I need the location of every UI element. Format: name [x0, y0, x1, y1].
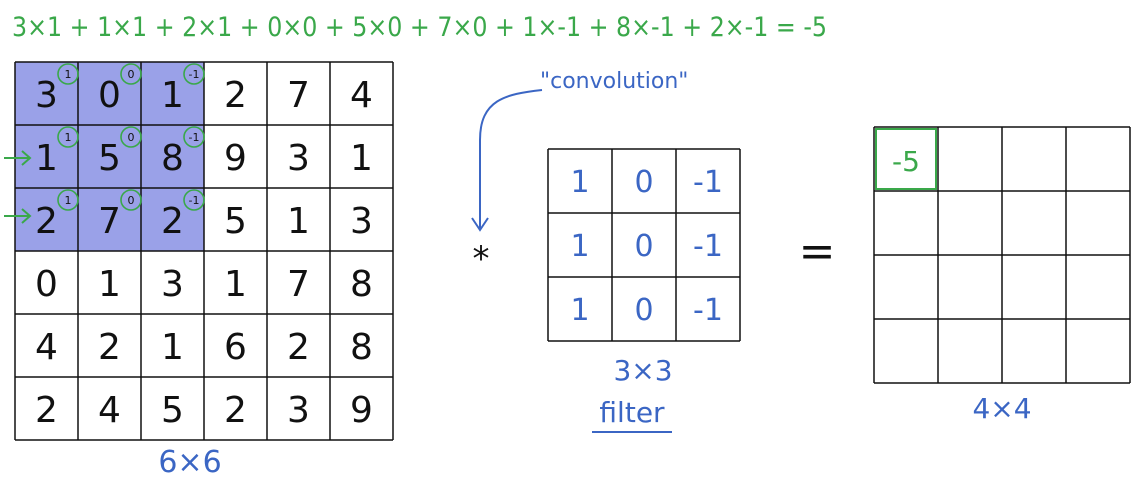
- input-cell-value: 4: [98, 390, 121, 431]
- output-cell-value: -5: [892, 145, 920, 178]
- input-cell-value: 3: [287, 390, 310, 431]
- filter-size-caption: 3×3: [613, 354, 672, 387]
- input-cell-value: 2: [287, 327, 310, 368]
- input-cell-value: 1: [35, 138, 58, 179]
- filter-cell-value: 0: [634, 293, 653, 328]
- filter-weight-circle: [183, 189, 205, 211]
- input-cell-value: 3: [287, 138, 310, 179]
- output-matrix-4x4: -5: [873, 126, 1131, 384]
- equation-text: 3×1 + 1×1 + 2×1 + 0×0 + 5×0 + 7×0 + 1×-1…: [12, 12, 827, 43]
- input-cell-value: 1: [161, 327, 184, 368]
- input-cell-value: 5: [161, 390, 184, 431]
- input-cell-value: 5: [98, 138, 121, 179]
- input-cell-value: 9: [350, 390, 373, 431]
- filter-weight-circle: [120, 63, 142, 85]
- convolution-label: "convolution": [540, 69, 688, 94]
- filter-cell-value: -1: [693, 165, 723, 200]
- filter-weight-superscript: -1: [189, 131, 200, 144]
- filter-cell-value: 1: [570, 293, 589, 328]
- row-pointer-arrow-2: [4, 208, 32, 224]
- input-cell-value: 8: [350, 264, 373, 305]
- filter-word-caption: filter: [599, 396, 665, 429]
- input-cell-value: 2: [224, 390, 247, 431]
- convolution-operator: *: [473, 239, 490, 279]
- filter-cell-value: 1: [570, 165, 589, 200]
- convolution-arrow: [471, 89, 543, 232]
- filter-weight-superscript: -1: [189, 194, 200, 207]
- filter-cell-value: -1: [693, 229, 723, 264]
- filter-weight-circle: [120, 126, 142, 148]
- input-cell-value: 2: [35, 390, 58, 431]
- input-cell-value: 2: [161, 201, 184, 242]
- filter-weight-superscript: 0: [128, 131, 135, 144]
- output-cell-highlight: [875, 128, 937, 190]
- filter-weight-superscript: 1: [65, 131, 72, 144]
- input-cell-value: 1: [287, 201, 310, 242]
- equals-sign: =: [799, 226, 836, 277]
- filter-weight-circle: [57, 126, 79, 148]
- input-cell-value: 1: [224, 264, 247, 305]
- filter-weight-circle: [57, 63, 79, 85]
- input-cell-value: 3: [350, 201, 373, 242]
- filter-cell-value: -1: [693, 293, 723, 328]
- filter-weight-superscript: -1: [189, 68, 200, 81]
- filter-weight-superscript: 0: [128, 68, 135, 81]
- filter-weight-circle: [57, 189, 79, 211]
- input-cell-value: 7: [287, 75, 310, 116]
- input-cell-value: 7: [287, 264, 310, 305]
- filter-weight-superscript: 1: [65, 194, 72, 207]
- filter-cell-value: 1: [570, 229, 589, 264]
- input-cell-value: 2: [35, 201, 58, 242]
- input-cell-value: 0: [35, 264, 58, 305]
- input-cell-value: 1: [350, 138, 373, 179]
- input-cell-value: 9: [224, 138, 247, 179]
- input-cell-value: 7: [98, 201, 121, 242]
- input-cell-value: 1: [161, 75, 184, 116]
- output-size-caption: 4×4: [972, 392, 1031, 425]
- input-cell-value: 4: [350, 75, 373, 116]
- input-cell-value: 8: [350, 327, 373, 368]
- input-cell-value: 6: [224, 327, 247, 368]
- row-pointer-arrow-1: [4, 150, 32, 166]
- input-cell-value: 2: [98, 327, 121, 368]
- filter-matrix-3x3: 1 0 -1 1 0 -1 1 0 -1: [547, 148, 741, 342]
- input-cell-value: 3: [35, 75, 58, 116]
- input-cell-value: 4: [35, 327, 58, 368]
- highlight-region: [15, 62, 204, 251]
- filter-weight-circle: [183, 63, 205, 85]
- input-cell-value: 8: [161, 138, 184, 179]
- input-cell-value: 2: [224, 75, 247, 116]
- filter-cell-value: 0: [634, 229, 653, 264]
- input-cell-value: 1: [98, 264, 121, 305]
- input-cell-value: 5: [224, 201, 247, 242]
- input-size-caption: 6×6: [158, 445, 221, 480]
- filter-weight-circle: [120, 189, 142, 211]
- filter-cell-value: 0: [634, 165, 653, 200]
- filter-weight-superscript: 0: [128, 194, 135, 207]
- input-cell-value: 3: [161, 264, 184, 305]
- filter-weight-superscript: 1: [65, 68, 72, 81]
- input-cell-value: 0: [98, 75, 121, 116]
- filter-weight-circle: [183, 126, 205, 148]
